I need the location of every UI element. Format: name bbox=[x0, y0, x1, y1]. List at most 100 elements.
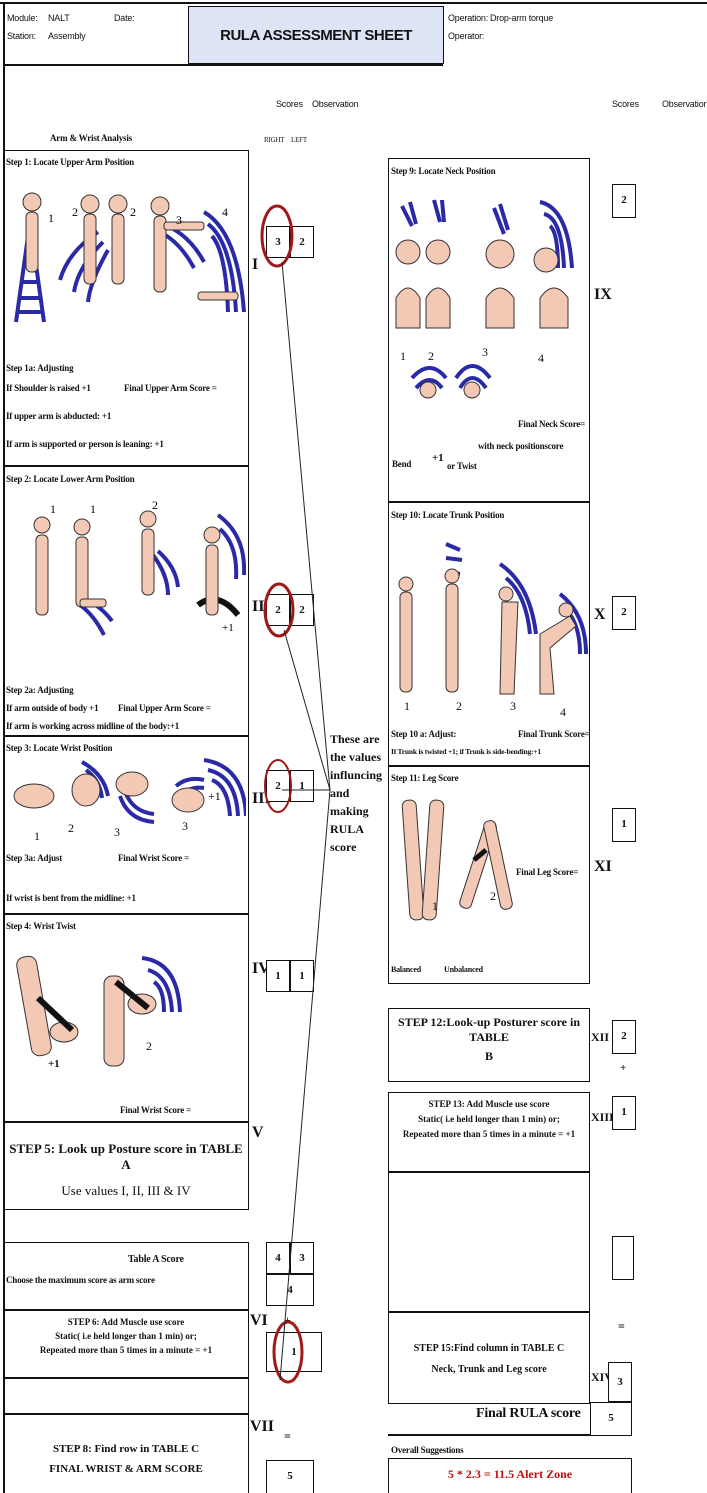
step8-line2: FINAL WRIST & ARM SCORE bbox=[4, 1463, 248, 1475]
trunk-num-2: 2 bbox=[456, 700, 462, 712]
roman-VII: VII bbox=[250, 1418, 274, 1436]
step12-line2: B bbox=[389, 1049, 589, 1064]
step3a-final: Final Wrist Score = bbox=[118, 852, 189, 864]
twist-num-2: 2 bbox=[146, 1040, 152, 1052]
step2a-final: Final Upper Arm Score = bbox=[118, 702, 211, 714]
step15-line2: Neck, Trunk and Leg score bbox=[389, 1364, 589, 1375]
score-XIV: 3 bbox=[608, 1362, 632, 1402]
score-tableA-left: 3 bbox=[290, 1242, 314, 1274]
head-1 bbox=[23, 193, 41, 211]
neck-final: Final Neck Score= bbox=[518, 418, 585, 430]
lower-num-1a: 1 bbox=[50, 502, 56, 516]
leg-num-2: 2 bbox=[490, 890, 496, 902]
score-III-right: 2 bbox=[266, 770, 290, 802]
step8-line1: STEP 8: Find row in TABLE C bbox=[4, 1443, 248, 1455]
step6-line2: Repeated more than 5 times in a minute =… bbox=[4, 1345, 248, 1355]
score-I-left: 2 bbox=[290, 226, 314, 258]
score-equals-right: = bbox=[618, 1320, 625, 1332]
tableA-line1: Choose the maximum score as arm score bbox=[6, 1274, 155, 1286]
note-line4: and making bbox=[330, 784, 390, 820]
step4-final: Final Wrist Score = bbox=[120, 1104, 191, 1116]
num-2a: 2 bbox=[72, 205, 78, 219]
score-muscle-left: 1 bbox=[266, 1332, 322, 1372]
step10a-line1: If Trunk is twisted +1; if Trunk is side… bbox=[391, 746, 541, 758]
num-3: 3 bbox=[176, 213, 182, 227]
score-I-right: 3 bbox=[266, 226, 290, 258]
wrist-twist-figures bbox=[8, 936, 246, 1086]
station-value: Assembly bbox=[48, 30, 85, 42]
operation-label: Operation: bbox=[448, 12, 488, 24]
score-tableA-right: 4 bbox=[266, 1242, 290, 1274]
neck-num-2: 2 bbox=[428, 350, 434, 362]
neck-num-1: 1 bbox=[400, 350, 406, 362]
roman-XII: XII bbox=[591, 1030, 609, 1045]
step12-box: STEP 12:Look-up Posturer score in TABLE … bbox=[388, 1008, 590, 1082]
wrist-num-plus1: +1 bbox=[208, 789, 221, 803]
step14-box bbox=[388, 1172, 590, 1312]
wrist-figures: +1 bbox=[8, 756, 246, 828]
step2a-line1: If arm outside of body +1 bbox=[6, 702, 98, 714]
step1a-line1: If Shoulder is raised +1 bbox=[6, 382, 91, 394]
wrist-num-1: 1 bbox=[34, 830, 40, 842]
note-line5: RULA score bbox=[330, 820, 390, 856]
score-plus-right: + bbox=[620, 1062, 626, 1074]
right-header: RIGHT bbox=[264, 134, 284, 146]
final-rula-label: Final RULA score bbox=[476, 1408, 581, 1420]
final-rula-rule bbox=[388, 1434, 590, 1436]
step4-title: Step 4: Wrist Twist bbox=[6, 920, 76, 932]
title-banner: RULA ASSESSMENT SHEET bbox=[188, 6, 444, 64]
leg-num-1: 1 bbox=[432, 900, 438, 912]
overall-suggestions: Overall Suggestions bbox=[391, 1444, 463, 1456]
alert-zone-text: 5 * 2.3 = 11.5 Alert Zone bbox=[389, 1467, 631, 1482]
rula-note: These are the values influncing and maki… bbox=[330, 730, 390, 856]
step2a-title: Step 2a: Adjusting bbox=[6, 684, 73, 696]
score-final-rula: 5 bbox=[590, 1402, 632, 1436]
module-value: NALT bbox=[48, 12, 70, 24]
score-X: 2 bbox=[612, 596, 636, 630]
step1a-final: Final Upper Arm Score = bbox=[124, 382, 217, 394]
step13-line1: Static( i.e held longer than 1 min) or; bbox=[389, 1114, 589, 1124]
observation-header-right: Observation bbox=[662, 98, 707, 110]
neck-num-4: 4 bbox=[538, 352, 544, 364]
note-line3: influncing bbox=[330, 766, 390, 784]
trunk-num-1: 1 bbox=[404, 700, 410, 712]
step6-title: STEP 6: Add Muscle use score bbox=[4, 1317, 248, 1327]
wrist-num-2: 2 bbox=[68, 822, 74, 834]
step1a-line3: If arm is supported or person is leaning… bbox=[6, 438, 164, 450]
trunk-figures bbox=[390, 524, 588, 724]
step15-box: STEP 15:Find column in TABLE C Neck, Tru… bbox=[388, 1312, 590, 1404]
page-title: RULA ASSESSMENT SHEET bbox=[189, 27, 443, 44]
operator-label: Operator: bbox=[448, 30, 484, 42]
neck-figures bbox=[390, 178, 588, 438]
roman-V: V bbox=[252, 1124, 264, 1142]
wrist-num-3b: 3 bbox=[182, 820, 188, 832]
left-header: LEFT bbox=[291, 134, 307, 146]
step5-line1: STEP 5: Look up Posture score in TABLE A bbox=[4, 1141, 248, 1173]
step3a-title: Step 3a: Adjust bbox=[6, 852, 62, 864]
roman-I: I bbox=[252, 256, 258, 274]
note-line1: These are bbox=[330, 730, 390, 748]
step9-title: Step 9: Locate Neck Position bbox=[391, 165, 495, 177]
note-line2: the values bbox=[330, 748, 390, 766]
neck-num-3: 3 bbox=[482, 346, 488, 358]
roman-XI: XI bbox=[594, 858, 612, 876]
roman-XIII: XIII bbox=[591, 1110, 614, 1125]
score-XIII: 1 bbox=[612, 1096, 636, 1130]
step15-line1: STEP 15:Find column in TABLE C bbox=[389, 1343, 589, 1354]
neck-with: with neck positionscore bbox=[478, 440, 563, 452]
score-equals-left: = bbox=[284, 1430, 291, 1442]
twist-num-plus1: +1 bbox=[48, 1058, 59, 1070]
step12-line1: STEP 12:Look-up Posturer score in TABLE bbox=[389, 1015, 589, 1045]
date-label: Date: bbox=[114, 12, 135, 24]
score-III-left: 1 bbox=[290, 770, 314, 802]
lower-arm-figures: 1 1 2 +1 bbox=[8, 495, 246, 645]
step1-title: Step 1: Locate Upper Arm Position bbox=[6, 156, 134, 168]
score-final-wrist-arm: 5 bbox=[266, 1460, 314, 1493]
observation-header-left: Observation bbox=[312, 98, 358, 110]
neck-or-twist: or Twist bbox=[447, 460, 477, 472]
leg-balanced: Balanced bbox=[391, 964, 421, 976]
roman-VI: VI bbox=[250, 1312, 268, 1330]
score-XII: 2 bbox=[612, 1020, 636, 1054]
num-2b: 2 bbox=[130, 205, 136, 219]
alert-box: 5 * 2.3 = 11.5 Alert Zone bbox=[388, 1458, 632, 1493]
